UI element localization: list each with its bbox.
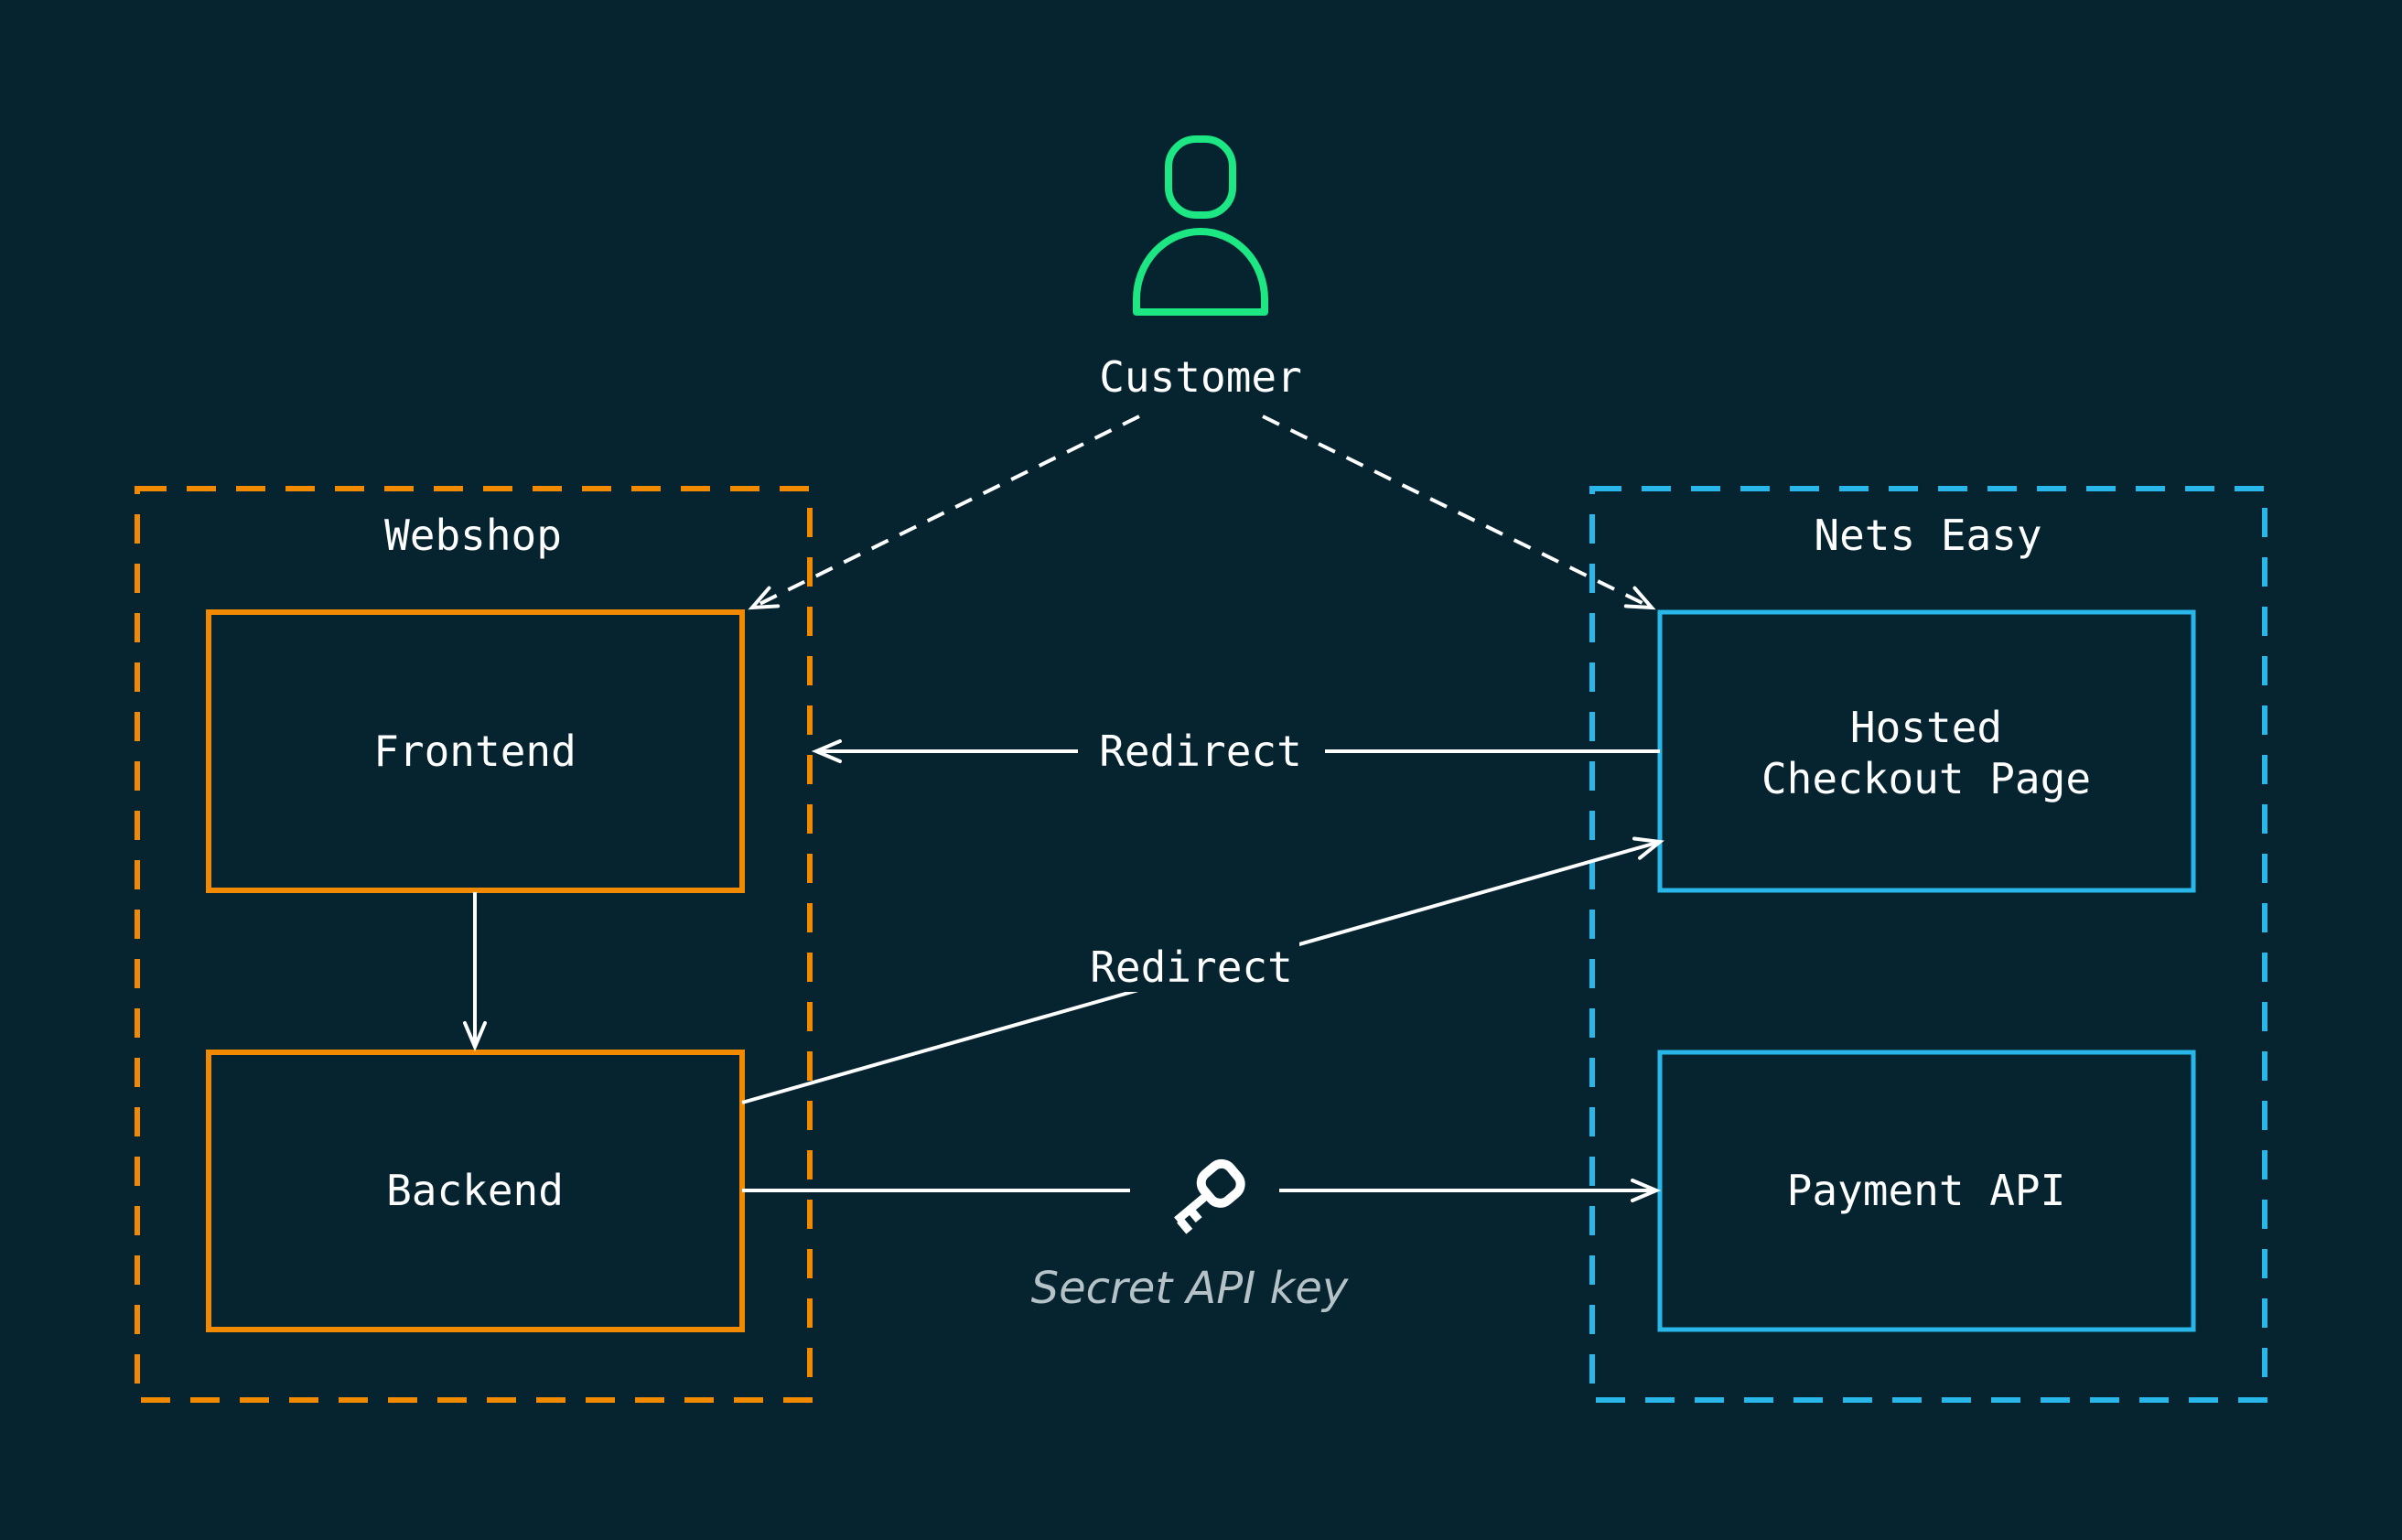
nets-easy-label: Nets Easy bbox=[1814, 511, 2041, 560]
customer-to-frontend-arrow bbox=[748, 415, 1140, 610]
webshop-container: Webshop Frontend Backend bbox=[135, 486, 813, 1403]
person-icon-head bbox=[1165, 135, 1236, 219]
redirect-label-bottom: Redirect bbox=[1090, 942, 1293, 992]
person-icon bbox=[1133, 228, 1268, 316]
nets-easy-container: Nets Easy Hosted Checkout Page Payment A… bbox=[1589, 486, 2267, 1403]
backend-to-payment-connection: Secret API key bbox=[742, 1158, 1662, 1314]
redirect-label-mask bbox=[1085, 941, 1299, 992]
redirect-label-top: Redirect bbox=[1099, 727, 1302, 776]
backend-label: Backend bbox=[386, 1166, 564, 1215]
key-icon-shaft bbox=[1174, 1190, 1212, 1224]
key-icon-tooth-1 bbox=[1177, 1217, 1193, 1234]
webshop-label: Webshop bbox=[384, 511, 562, 560]
secret-api-key-label: Secret API key bbox=[1031, 1263, 1349, 1314]
payment-api-label: Payment API bbox=[1787, 1166, 2066, 1215]
key-icon-tooth-2 bbox=[1188, 1208, 1202, 1223]
customer-label: Customer bbox=[1099, 352, 1302, 402]
customer-to-checkout-arrow bbox=[1262, 415, 1656, 610]
customer-actor: Customer bbox=[1099, 135, 1302, 402]
hosted-checkout-label-line1: Hosted bbox=[1850, 703, 2002, 752]
backend-to-checkout-connection: Redirect bbox=[741, 836, 1664, 1104]
frontend-label: Frontend bbox=[373, 727, 576, 776]
key-icon bbox=[1174, 1158, 1245, 1234]
hosted-checkout-label-line2: Checkout Page bbox=[1761, 754, 2091, 803]
checkout-to-frontend-connection: Redirect bbox=[811, 727, 1660, 776]
frontend-box bbox=[206, 609, 745, 893]
